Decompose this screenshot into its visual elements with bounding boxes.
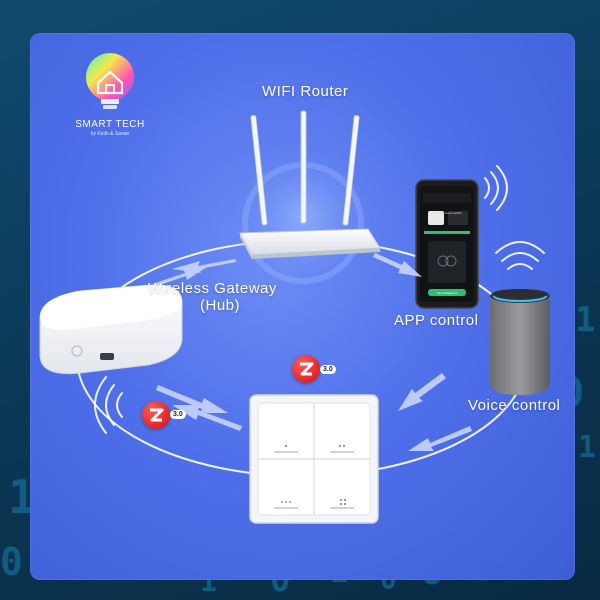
wifi-waves-icon xyxy=(495,241,545,270)
flow-arrows xyxy=(155,253,472,451)
zigbee-version-badge: 3.0 xyxy=(320,365,336,374)
wifi-waves-icon xyxy=(484,165,508,211)
diagram-panel: Wireless scene switch Set Intelligence xyxy=(30,33,575,580)
arrow-switch-hub xyxy=(172,405,242,431)
bg-digit: 1 xyxy=(575,300,596,340)
brand-tagline: by Keith & Sanae xyxy=(90,131,130,137)
smartphone-icon xyxy=(415,179,479,309)
voice-control-label: Voice control xyxy=(468,397,561,414)
arrow-voice-switch xyxy=(408,426,472,451)
brand-name: SMART TECH xyxy=(75,119,145,130)
zigbee-version-badge: 3.0 xyxy=(170,410,186,419)
phone-button: Set Intelligence xyxy=(437,291,458,295)
zigbee-hub-icon xyxy=(39,284,183,375)
wifi-router-icon xyxy=(239,110,381,259)
bg-digit: 0 xyxy=(0,540,23,584)
smart-speaker-icon xyxy=(490,289,550,395)
gateway-label-line1: Wireless Gateway xyxy=(148,280,277,297)
wifi-waves-icon xyxy=(94,376,123,434)
bg-digit: 1 xyxy=(578,430,597,465)
arrow-router-phone xyxy=(373,253,422,277)
gateway-label-line2: (Hub) xyxy=(200,297,241,314)
phone-screen-title: Wireless scene switch xyxy=(432,211,462,215)
network-diagram: Wireless scene switch Set Intelligence xyxy=(39,110,550,524)
arrow-hub-router xyxy=(155,265,210,286)
scene-switch-icon xyxy=(249,394,379,524)
zigbee-logo-icon xyxy=(142,401,170,429)
app-control-label: APP control xyxy=(394,312,479,329)
arrow-hub-switch xyxy=(156,385,228,413)
zigbee-logo-icon xyxy=(292,355,320,383)
bulb-logo-icon xyxy=(86,53,134,109)
router-label: WIFI Router xyxy=(262,83,349,100)
arrow-speaker-switch xyxy=(398,373,446,411)
